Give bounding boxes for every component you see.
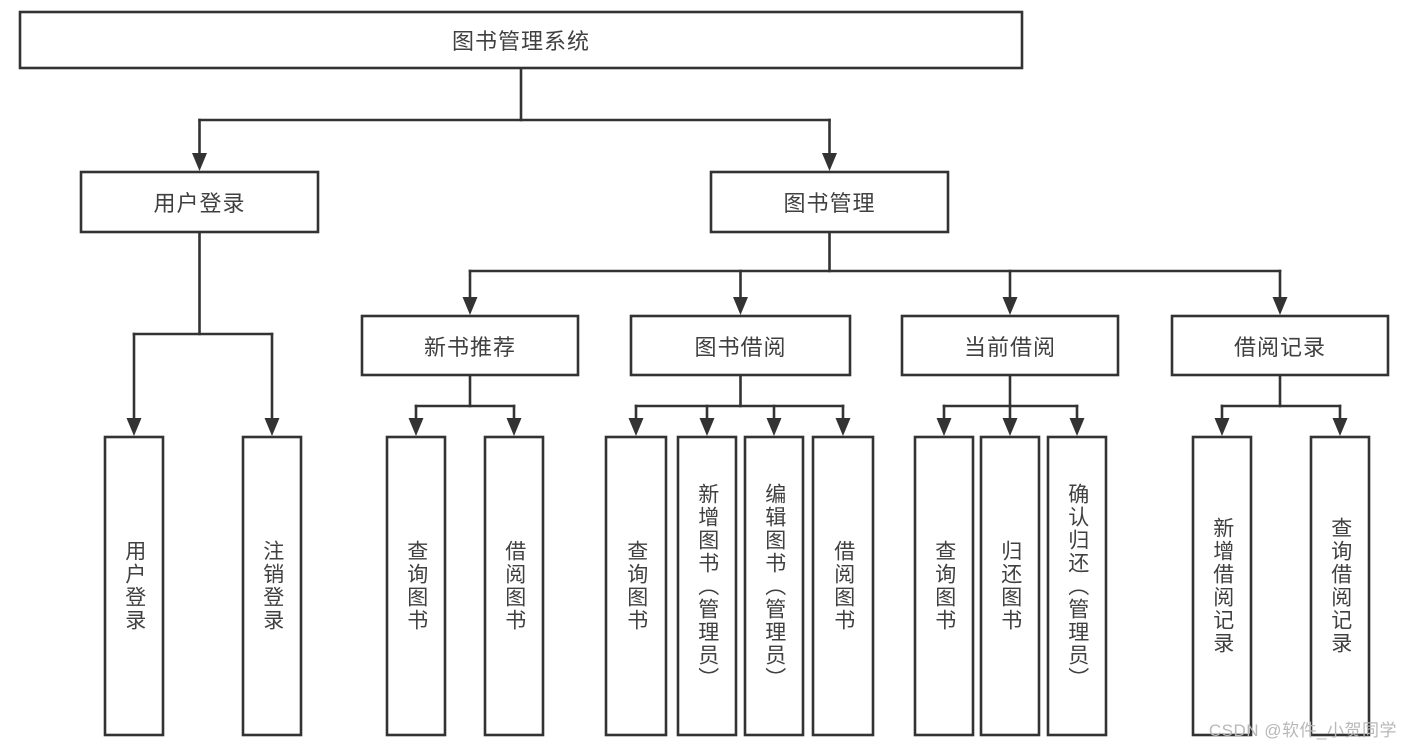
node-box-leaf-user-login[interactable]: [103, 435, 165, 737]
arrow-head-icon: [506, 418, 522, 436]
connector-group-edge-user-login: [126, 230, 280, 436]
watermark-text: CSDN @软件_小贺同学: [1208, 721, 1397, 740]
arrow-head-icon: [1002, 297, 1018, 315]
arrow-head-icon: [835, 418, 851, 436]
node-box-book-manage[interactable]: [709, 170, 950, 234]
node-box-leaf-query-book-1[interactable]: [385, 435, 447, 737]
arrow-head-icon: [1069, 418, 1085, 436]
node-box-leaf-borrow-book-1[interactable]: [483, 435, 545, 737]
arrow-head-icon: [699, 418, 715, 436]
node-box-layer: [18, 10, 1390, 737]
node-box-leaf-edit-book[interactable]: [743, 435, 805, 737]
arrow-head-icon: [1214, 418, 1230, 436]
arrow-head-icon: [264, 418, 280, 436]
node-box-new-book-rec[interactable]: [360, 314, 580, 377]
arrow-head-icon: [936, 418, 952, 436]
node-box-leaf-add-book[interactable]: [676, 435, 738, 737]
node-box-leaf-return-book[interactable]: [979, 435, 1041, 737]
node-box-leaf-logout[interactable]: [241, 435, 303, 737]
arrow-head-icon: [822, 153, 837, 171]
arrow-head-icon: [766, 418, 782, 436]
arrow-head-icon: [1332, 418, 1348, 436]
connector-layer: [126, 66, 1348, 436]
node-box-leaf-query-book-3[interactable]: [913, 435, 975, 737]
connector-group-edge-new-book-rec: [408, 373, 522, 436]
node-box-user-login[interactable]: [79, 170, 320, 234]
connector-group-edge-borrow-record: [1214, 373, 1348, 436]
node-box-borrow-record[interactable]: [1170, 314, 1390, 377]
arrow-head-icon: [733, 297, 748, 315]
node-box-leaf-confirm-return[interactable]: [1046, 435, 1108, 737]
arrow-head-icon: [1002, 418, 1018, 436]
node-box-leaf-query-book-2[interactable]: [604, 435, 668, 737]
node-box-root[interactable]: [18, 10, 1024, 70]
arrow-head-icon: [192, 153, 207, 171]
node-box-leaf-add-record[interactable]: [1191, 435, 1253, 737]
arrow-head-icon: [408, 418, 424, 436]
node-box-book-borrow[interactable]: [629, 314, 852, 377]
connector-group-edge-book-manage: [462, 230, 1288, 315]
connector-group-edge-root: [192, 66, 837, 171]
arrow-head-icon: [126, 418, 142, 436]
connector-group-edge-current-borrow: [936, 373, 1085, 436]
arrow-head-icon: [462, 297, 478, 315]
node-box-leaf-borrow-book-2[interactable]: [811, 435, 875, 737]
arrow-head-icon: [1272, 297, 1288, 315]
connector-group-edge-book-borrow: [628, 373, 851, 436]
arrow-head-icon: [628, 418, 644, 436]
node-box-current-borrow[interactable]: [900, 314, 1120, 377]
node-box-leaf-query-record[interactable]: [1309, 435, 1371, 737]
